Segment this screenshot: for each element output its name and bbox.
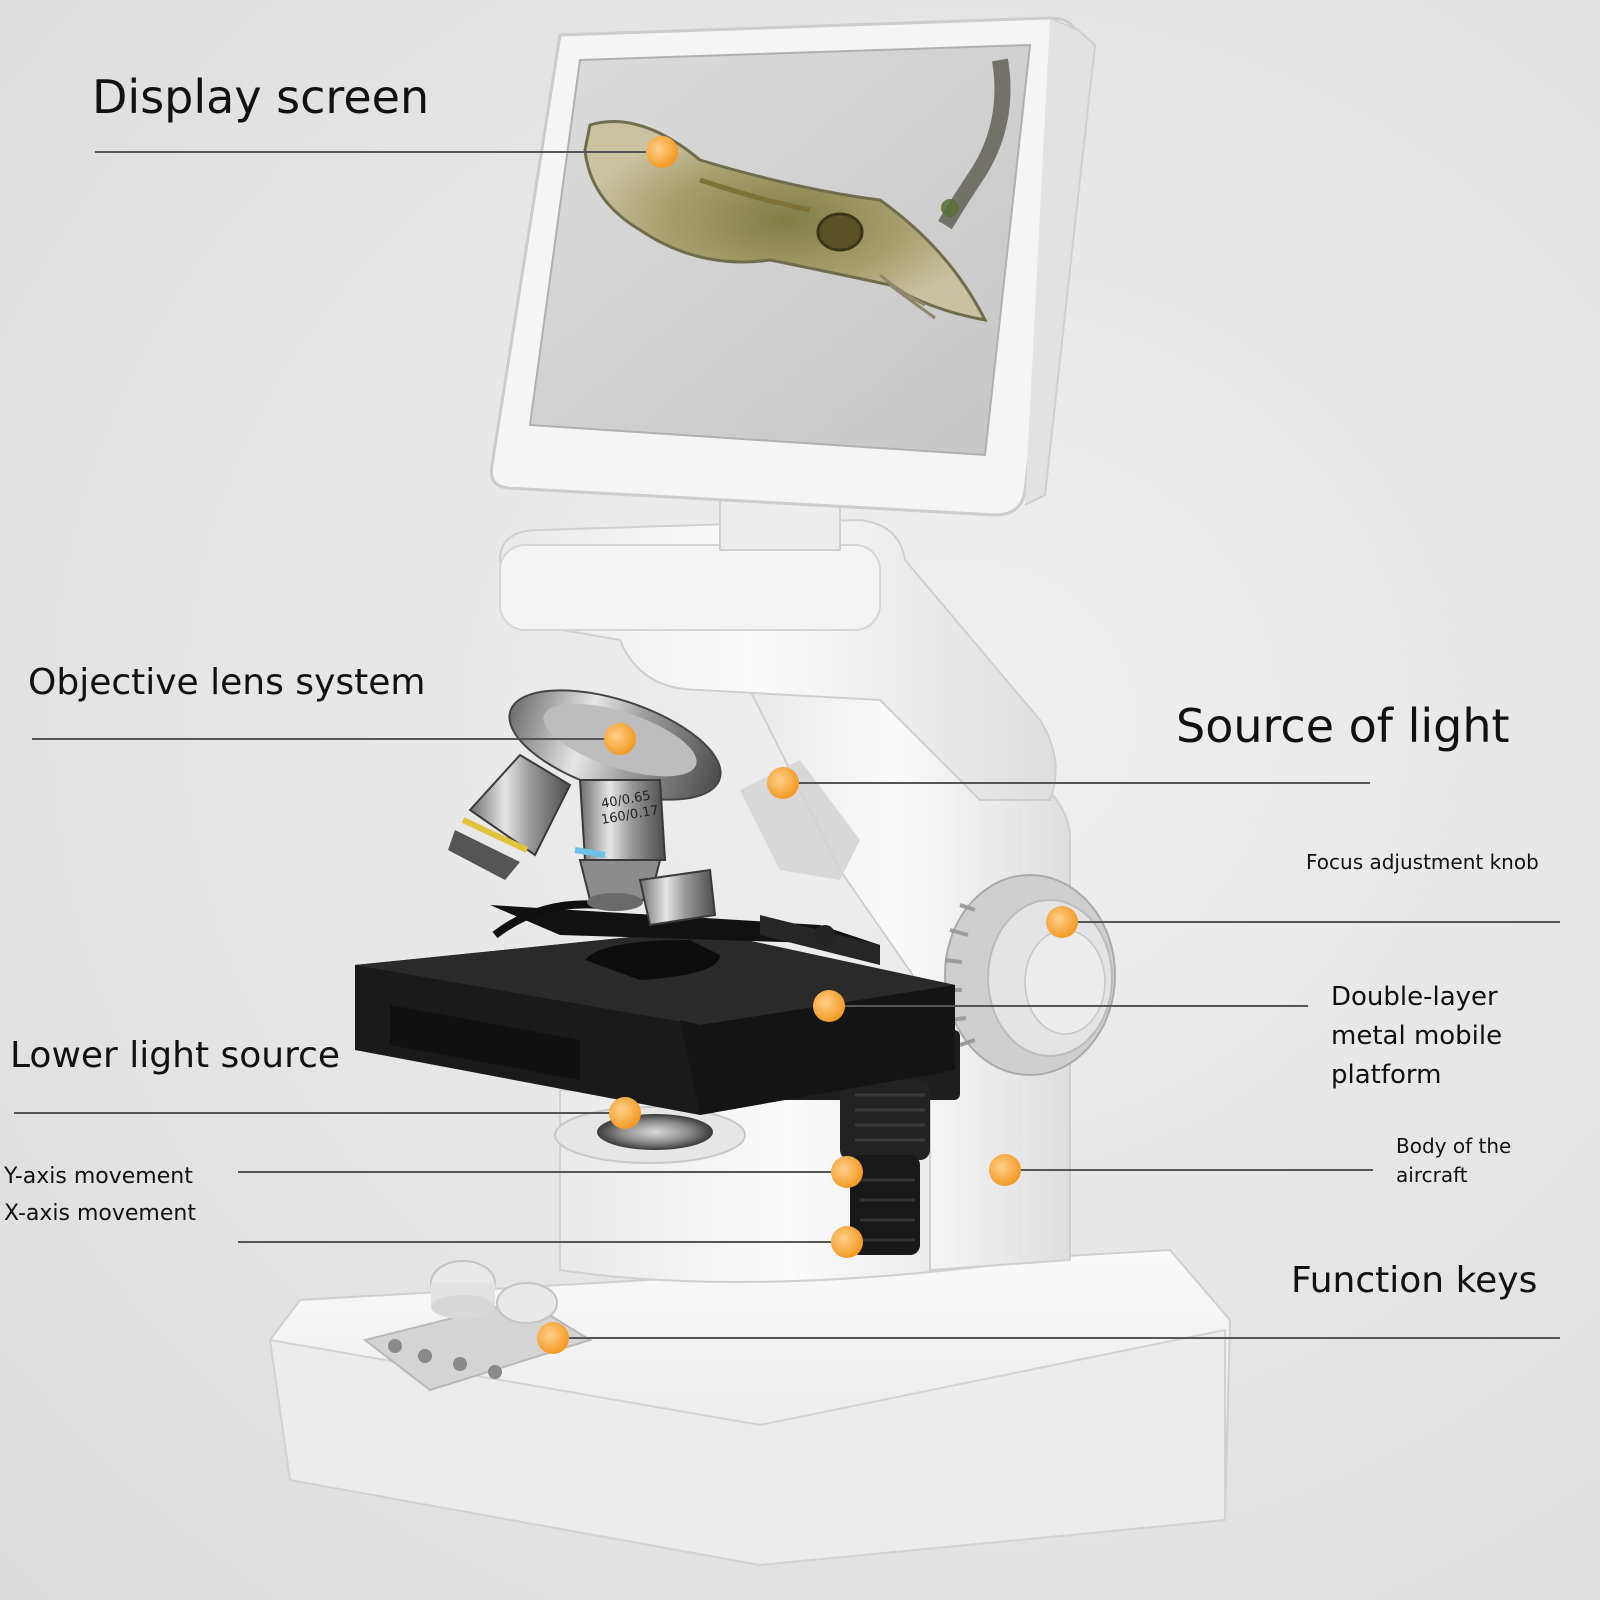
marker-function-keys xyxy=(537,1322,569,1354)
microscope-base xyxy=(268,1248,1232,1567)
specimen-image xyxy=(583,58,1011,323)
marker-lower-light-source xyxy=(609,1097,641,1129)
marker-display-screen xyxy=(646,136,678,168)
label-display-screen: Display screen xyxy=(92,70,430,124)
marker-source-of-light xyxy=(767,767,799,799)
label-double-layer-platform-line-1: Double-layer xyxy=(1331,982,1498,1012)
label-lower-light-source: Lower light source xyxy=(10,1035,341,1076)
label-double-layer-platform-line-3: platform xyxy=(1331,1060,1442,1090)
label-function-keys: Function keys xyxy=(1291,1260,1538,1301)
callout-markers xyxy=(537,136,1078,1354)
label-body-of-the-aircraft-line-1: Body of the xyxy=(1396,1134,1512,1158)
label-objective-lens-system: Objective lens system xyxy=(28,662,426,703)
marker-x-axis-movement xyxy=(831,1226,863,1258)
label-source-of-light: Source of light xyxy=(1176,699,1510,753)
objective-lens-system: 40/0.65 160/0.17 xyxy=(448,689,722,927)
leader-lines xyxy=(14,151,1560,1339)
function-keys-panel[interactable] xyxy=(362,1260,593,1392)
label-body-of-the-aircraft: Body of the aircraft xyxy=(1396,1132,1556,1190)
lower-light-source xyxy=(554,1106,746,1164)
marker-objective-lens-system xyxy=(604,723,636,755)
focus-adjustment-knob[interactable] xyxy=(944,874,1116,1076)
mechanical-stage xyxy=(355,900,955,1115)
label-y-axis-movement: Y-axis movement xyxy=(4,1164,193,1189)
marker-y-axis-movement xyxy=(831,1156,863,1188)
display-screen xyxy=(489,16,1097,551)
label-x-axis-movement: X-axis movement xyxy=(4,1201,196,1226)
label-focus-adjustment-knob: Focus adjustment knob xyxy=(1306,850,1539,874)
label-body-of-the-aircraft-line-2: aircraft xyxy=(1396,1163,1468,1187)
label-double-layer-platform: Double-layer metal mobile platform xyxy=(1331,978,1561,1095)
marker-body-of-the-aircraft xyxy=(989,1154,1021,1186)
marker-focus-adjustment-knob xyxy=(1046,906,1078,938)
label-double-layer-platform-line-2: metal mobile xyxy=(1331,1021,1503,1051)
marker-double-layer-platform xyxy=(813,990,845,1022)
